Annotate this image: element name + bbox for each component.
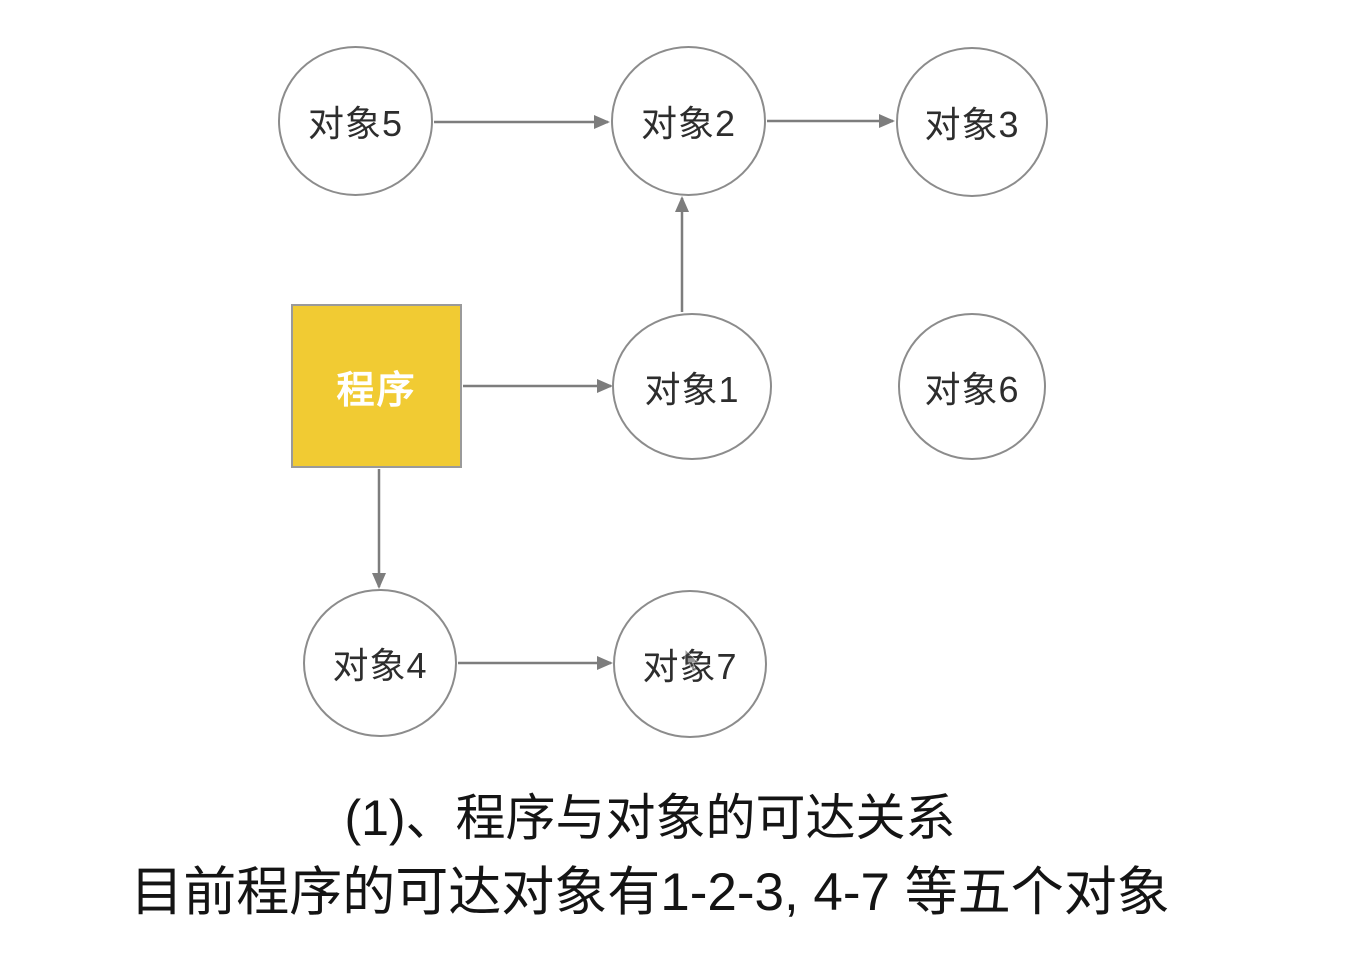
caption-line-2: 目前程序的可达对象有1-2-3, 4-7 等五个对象 (130, 863, 1170, 922)
node-obj3-label: 对象3 (924, 104, 1020, 145)
node-obj5: 对象5 (278, 46, 433, 196)
node-obj1-label: 对象1 (644, 368, 740, 410)
caption: (1)、程序与对象的可达关系 目前程序的可达对象有1-2-3, 4-7 等五个对… (0, 782, 1300, 932)
node-obj4-label: 对象4 (332, 645, 428, 686)
node-obj2: 对象2 (611, 46, 766, 196)
node-obj5-label: 对象5 (307, 103, 404, 144)
node-obj7: 对象7 (613, 590, 767, 738)
node-obj3: 对象3 (896, 47, 1048, 197)
node-program-label: 程序 (336, 369, 417, 412)
node-obj6-label: 对象6 (924, 368, 1020, 410)
node-obj6: 对象6 (898, 313, 1046, 460)
node-program: 程序 (291, 304, 462, 468)
caption-line-1: (1)、程序与对象的可达关系 (344, 790, 956, 846)
node-obj4: 对象4 (303, 589, 457, 737)
node-obj1: 对象1 (612, 313, 772, 460)
node-obj7-label: 对象7 (642, 646, 738, 687)
node-obj2-label: 对象2 (640, 103, 737, 144)
